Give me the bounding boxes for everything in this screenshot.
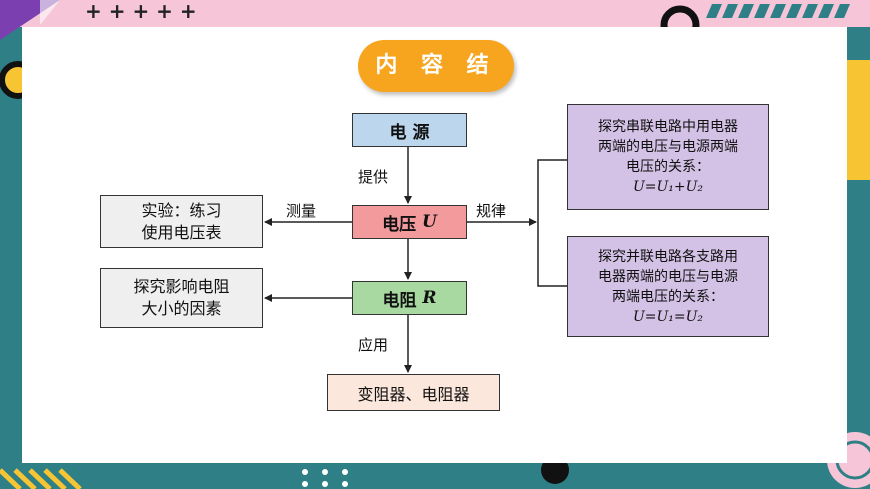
node-voltage-source: 电 源 — [352, 113, 467, 147]
node-parallel-rule: 探究并联电路各支路用 电器两端的电压与电源 两端电压的关系： U=U₁=U₂ — [567, 236, 769, 337]
bracket-law — [538, 160, 567, 286]
voltage-symbol: U — [422, 212, 437, 232]
series-rule-line-3: 电压的关系： — [598, 157, 738, 177]
node-rheostat: 变阻器、电阻器 — [327, 374, 500, 411]
node-experiment-line-2: 使用电压表 — [141, 222, 221, 244]
node-resistance-label: 电阻 — [382, 286, 416, 311]
node-voltage: 电压 U — [352, 205, 467, 239]
parallel-rule-formula: U=U₁=U₂ — [598, 307, 738, 327]
series-rule-line-2: 两端的电压与电源两端 — [598, 137, 738, 157]
node-experiment-line-1: 实验：练习 — [141, 200, 221, 222]
resistance-symbol: R — [422, 288, 436, 308]
node-experiment: 实验：练习 使用电压表 — [100, 195, 263, 248]
edge-label-law: 规律 — [476, 200, 506, 221]
node-series-rule: 探究串联电路中用电器 两端的电压与电源两端 电压的关系： U=U₁+U₂ — [567, 104, 769, 210]
node-explore-line-2: 大小的因素 — [133, 298, 229, 320]
node-explore-resistance: 探究影响电阻 大小的因素 — [100, 268, 263, 328]
node-explore-line-1: 探究影响电阻 — [133, 276, 229, 298]
node-voltage-source-label: 电 源 — [390, 118, 430, 143]
edge-label-provide: 提供 — [358, 166, 388, 187]
node-resistance: 电阻 R — [352, 281, 467, 315]
parallel-rule-line-2: 电器两端的电压与电源 — [598, 267, 738, 287]
node-rheostat-label: 变阻器、电阻器 — [357, 381, 469, 405]
edge-label-apply: 应用 — [358, 334, 388, 355]
node-voltage-label: 电压 — [382, 210, 416, 235]
series-rule-line-1: 探究串联电路中用电器 — [598, 117, 738, 137]
series-rule-formula: U=U₁+U₂ — [598, 177, 738, 197]
parallel-rule-line-3: 两端电压的关系： — [598, 287, 738, 307]
edge-label-measure: 测量 — [286, 200, 316, 221]
parallel-rule-line-1: 探究并联电路各支路用 — [598, 247, 738, 267]
